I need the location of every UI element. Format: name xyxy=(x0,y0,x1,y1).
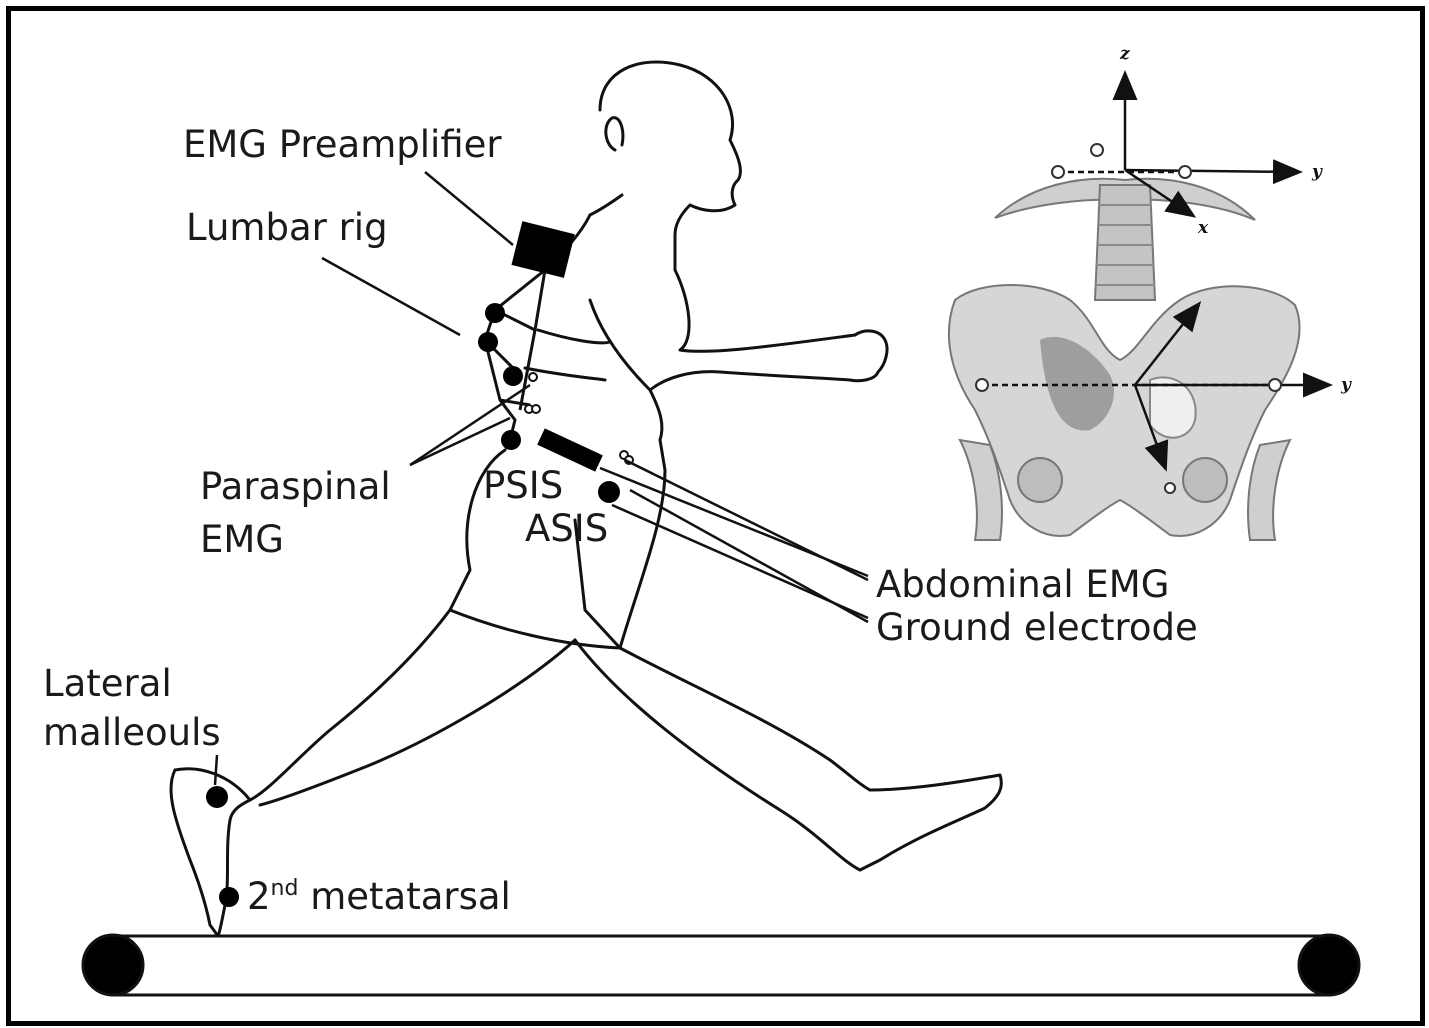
axis-label-z: z xyxy=(1120,44,1130,64)
treadmill xyxy=(83,935,1359,995)
marker-lumbar-1 xyxy=(485,303,505,323)
metatarsal-number: 2 xyxy=(247,875,271,918)
label-psis: PSIS xyxy=(483,465,563,508)
label-abdominal-emg: Abdominal EMG xyxy=(876,564,1169,607)
marker-lumbar-3 xyxy=(503,366,523,386)
marker-lumbar-2 xyxy=(478,332,498,352)
label-lumbar-rig: Lumbar rig xyxy=(186,207,388,250)
metatarsal-word: metatarsal xyxy=(298,875,510,918)
label-2nd-metatarsal: 2nd metatarsal xyxy=(247,876,511,919)
label-asis: ASIS xyxy=(525,508,608,551)
treadmill-roller-right xyxy=(1299,935,1359,995)
emg-preamplifier-box xyxy=(511,221,574,278)
label-paraspinal: Paraspinal xyxy=(200,466,391,509)
label-paraspinal-emg: EMG xyxy=(200,519,284,562)
pelvis-spine-inset xyxy=(949,179,1300,540)
marker-lateral-malleolus xyxy=(206,786,228,808)
marker-psis xyxy=(501,430,521,450)
axis-label-y-upper: y xyxy=(1312,162,1322,182)
metatarsal-superscript: nd xyxy=(271,876,299,901)
lumbar-rig xyxy=(485,270,545,440)
treadmill-roller-left xyxy=(83,935,143,995)
axis-label-y-lower: y xyxy=(1341,375,1351,395)
marker-asis xyxy=(598,481,620,503)
marker-2nd-metatarsal xyxy=(219,887,239,907)
label-ground-electrode: Ground electrode xyxy=(876,607,1198,650)
markers xyxy=(206,303,620,907)
label-malleouls: malleouls xyxy=(43,712,221,755)
label-lateral: Lateral xyxy=(43,663,172,706)
axis-label-x: x xyxy=(1198,218,1208,238)
label-emg-preamplifier: EMG Preamplifier xyxy=(183,124,502,167)
